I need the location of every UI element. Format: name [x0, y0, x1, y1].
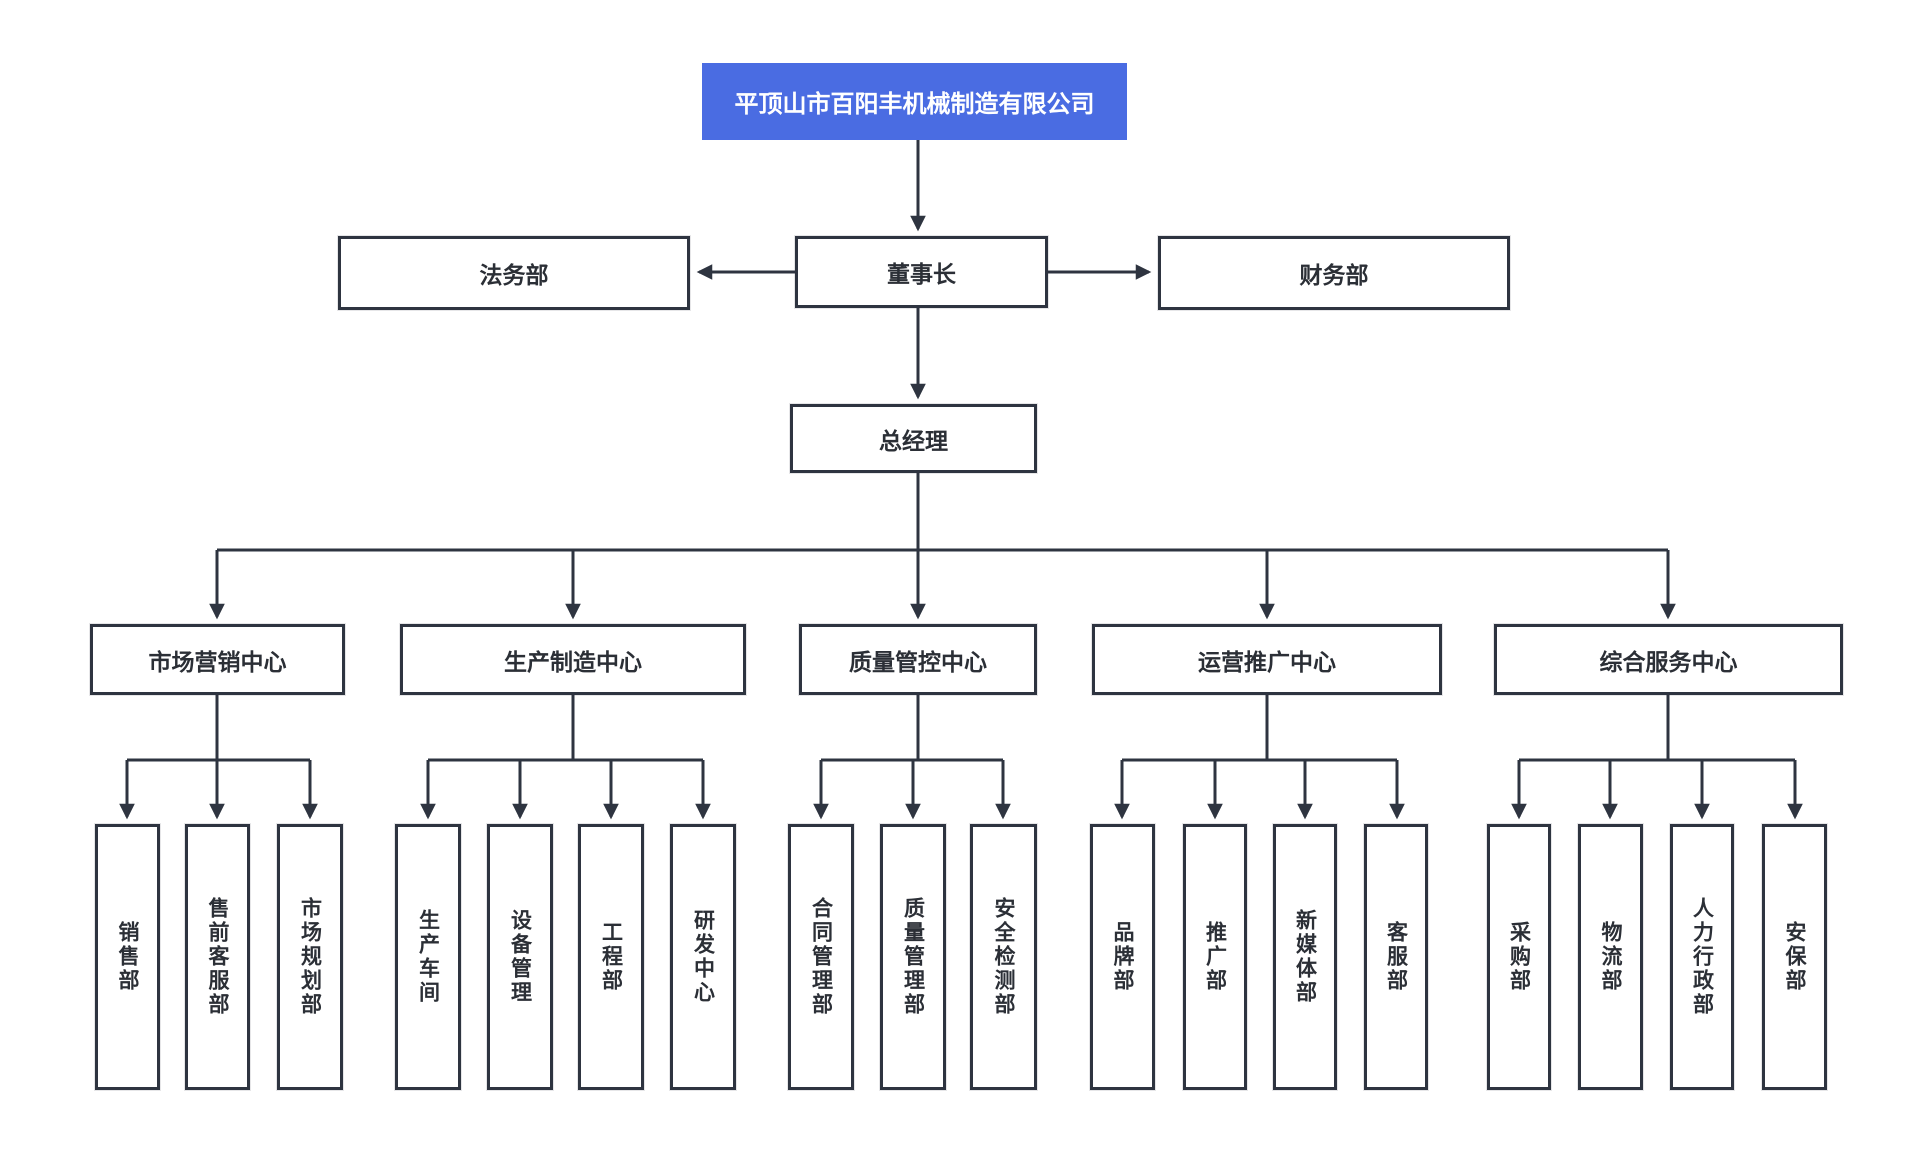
node-center-quality: 质量管控中心 — [799, 624, 1037, 695]
node-dept-hr-admin: 人力行政部 — [1670, 824, 1734, 1090]
node-center-operations: 运营推广中心 — [1092, 624, 1442, 695]
node-dept-security: 安保部 — [1762, 824, 1827, 1090]
node-center-production: 生产制造中心 — [400, 624, 746, 695]
node-dept-promotion: 推广部 — [1183, 824, 1247, 1090]
node-dept-presales-service: 售前客服部 — [185, 824, 250, 1090]
node-dept-logistics: 物流部 — [1578, 824, 1643, 1090]
node-general-manager: 总经理 — [790, 404, 1037, 473]
node-finance-dept: 财务部 — [1158, 236, 1510, 310]
node-dept-rd-center: 研发中心 — [670, 824, 736, 1090]
node-legal-dept: 法务部 — [338, 236, 690, 310]
node-dept-sales: 销售部 — [95, 824, 160, 1090]
node-chairman: 董事长 — [795, 236, 1048, 308]
node-dept-quality-management: 质量管理部 — [880, 824, 946, 1090]
node-dept-engineering: 工程部 — [578, 824, 644, 1090]
node-company-root: 平顶山市百阳丰机械制造有限公司 — [702, 63, 1127, 140]
node-center-marketing: 市场营销中心 — [90, 624, 345, 695]
node-dept-new-media: 新媒体部 — [1273, 824, 1337, 1090]
node-dept-market-planning: 市场规划部 — [277, 824, 343, 1090]
node-dept-brand: 品牌部 — [1090, 824, 1155, 1090]
node-dept-production-workshop: 生产车间 — [395, 824, 461, 1090]
node-dept-equipment-management: 设备管理 — [487, 824, 553, 1090]
node-dept-procurement: 采购部 — [1487, 824, 1551, 1090]
node-dept-customer-service: 客服部 — [1364, 824, 1428, 1090]
node-dept-contract-management: 合同管理部 — [788, 824, 854, 1090]
node-center-services: 综合服务中心 — [1494, 624, 1843, 695]
node-dept-safety-inspection: 安全检测部 — [970, 824, 1037, 1090]
